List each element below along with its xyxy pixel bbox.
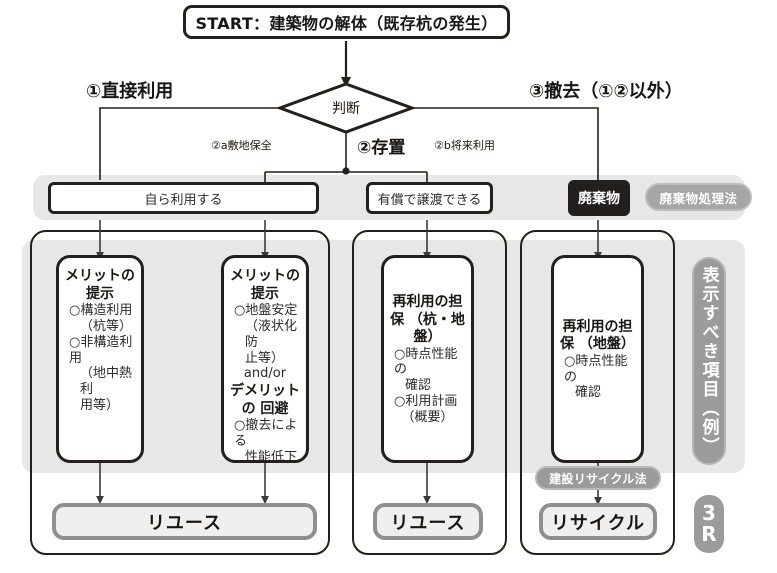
card-line: （液状化防 <box>245 318 298 350</box>
card-reuse-guarantee-pile-ground: 再利用の担保 （杭・地盤） ○時点性能の 確認 ○利用計画 （概要） <box>381 255 474 463</box>
outcome-recycle-right: リサイクル <box>539 503 657 540</box>
card-line: 用等） <box>80 398 120 414</box>
card-merit-ground-connector: and/or <box>243 366 287 382</box>
side-tag-3r: 3 R <box>694 495 724 553</box>
card-line: ○撤去による <box>234 418 298 450</box>
side-tag-3r-bottom: R <box>701 522 717 546</box>
law-tag-waste-disposal: 廃棄物処理法 <box>645 183 752 211</box>
side-tag-display-items-label: 表示すべき項目（例） <box>698 266 719 456</box>
card-line: 確認 <box>405 378 432 394</box>
law-tag-construction-recycling-label: 建設リサイクル法 <box>549 471 647 486</box>
decision-label: 判断 <box>332 101 360 117</box>
criterion-waste-label: 廃棄物 <box>578 191 620 207</box>
outcome-reuse-middle-label: リユース <box>390 512 466 534</box>
outcome-reuse-left: リユース <box>52 503 317 540</box>
card-line: （杭等） <box>80 318 133 334</box>
card-line: ○地盤安定 <box>234 303 298 318</box>
side-tag-3r-top: 3 <box>702 501 716 525</box>
card-merit-structural-head: メリットの 提示 <box>65 268 135 302</box>
card-line: ○非構造利用 <box>69 334 133 366</box>
column-storage <box>352 230 507 555</box>
card-line: 性能低下の <box>245 450 298 463</box>
criterion-self-use-label: 自ら利用する <box>144 192 223 208</box>
card-line: 止等） <box>245 350 285 366</box>
law-tag-waste-disposal-label: 廃棄物処理法 <box>659 190 738 206</box>
branch-label-removal: ③撤去（①②以外） <box>529 81 683 102</box>
card-line: （地中熱利 <box>80 366 133 398</box>
criterion-self-use: 自ら利用する <box>48 182 319 214</box>
card-reuse-ground-head: 再利用の担保 （地盤） <box>560 318 635 353</box>
criterion-waste: 廃棄物 <box>568 180 630 216</box>
criterion-paid-transfer: 有償で譲渡できる <box>366 182 493 214</box>
outcome-reuse-left-label: リユース <box>146 512 223 534</box>
card-merit-ground: メリットの 提示 ○地盤安定 （液状化防 止等） and/or デメリットの 回… <box>221 255 309 463</box>
card-line: 確認 <box>575 385 602 401</box>
card-merit-ground-head: メリットの 提示 <box>230 268 300 302</box>
card-line: ○構造利用 <box>69 303 133 318</box>
card-merit-ground-head2: デメリットの 回避 <box>230 383 300 417</box>
card-line: （概要） <box>401 410 454 426</box>
branch-label-direct-use: ①直接利用 <box>86 81 174 102</box>
branch-sublabel-future-use: ②b将来利用 <box>434 139 495 152</box>
branch-label-storage: ②存置 <box>357 138 406 158</box>
outcome-reuse-middle: リユース <box>373 503 483 540</box>
card-line: ○利用計画 <box>394 394 458 410</box>
card-line: ○時点性能の <box>394 346 458 378</box>
side-tag-display-items: 表示すべき項目（例） <box>692 257 726 465</box>
card-reuse-pile-ground-head: 再利用の担保 （杭・地盤） <box>390 294 465 346</box>
start-label: START：建築物の解体（既存杭の発生） <box>195 14 498 33</box>
card-reuse-guarantee-ground: 再利用の担保 （地盤） ○時点性能の 確認 <box>551 255 644 463</box>
criterion-paid-transfer-label: 有償で譲渡できる <box>377 192 482 208</box>
card-merit-structural: メリットの 提示 ○構造利用 （杭等） ○非構造利用 （地中熱利 用等） <box>56 255 144 463</box>
branch-sublabel-site-preservation: ②a敷地保全 <box>211 139 272 152</box>
law-tag-construction-recycling: 建設リサイクル法 <box>535 466 661 490</box>
card-line: ○時点性能の <box>564 353 628 385</box>
outcome-recycle-right-label: リサイクル <box>550 512 646 534</box>
decision-diamond: 判断 <box>300 96 392 120</box>
column-direct-use <box>30 230 330 555</box>
start-box: START：建築物の解体（既存杭の発生） <box>183 5 510 39</box>
